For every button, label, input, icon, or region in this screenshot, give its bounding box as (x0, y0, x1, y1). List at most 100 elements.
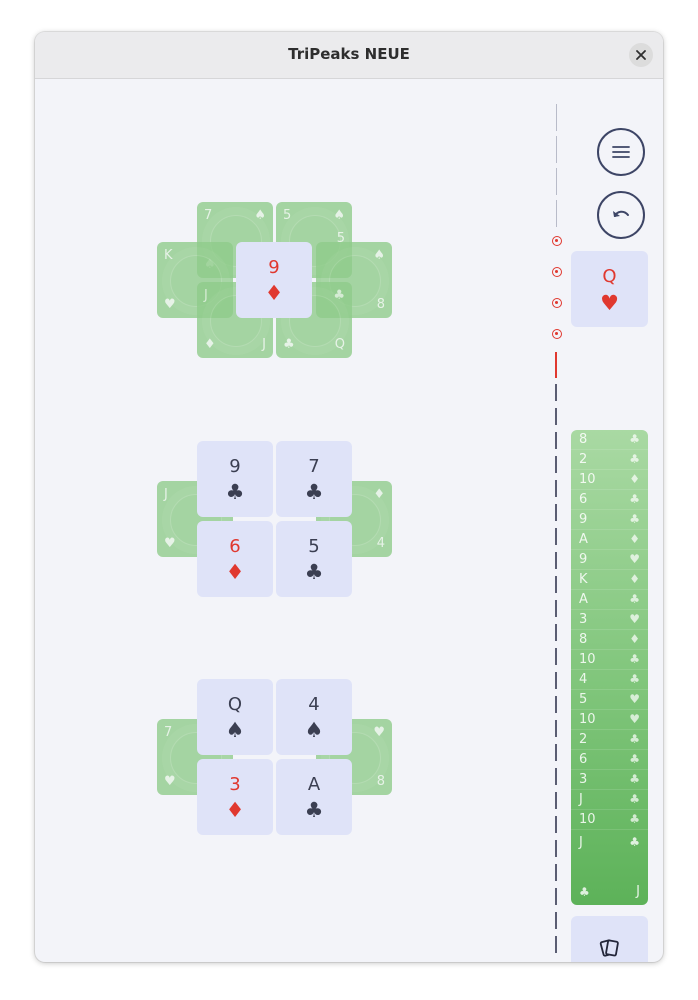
card-suit: ♦ (629, 472, 640, 486)
titlebar: TriPeaks NEUE (35, 32, 663, 79)
rail-dash (555, 768, 557, 785)
card-suit: ♠ (373, 248, 385, 263)
stock-card: 10♥ (571, 710, 648, 730)
stock-card: 8♦ (571, 630, 648, 650)
card-rank: 3 (229, 774, 241, 795)
card-suit: ♥ (629, 692, 640, 706)
card-rank: 10 (579, 652, 596, 667)
stock-card: 9♣ (571, 510, 648, 530)
rail-dash (555, 624, 557, 641)
card-rank: J (579, 792, 583, 807)
stock-top-card: J ♣ ♣ J (571, 833, 648, 905)
rail-dash (555, 480, 557, 497)
playable-card[interactable]: 5 ♣ (276, 521, 352, 597)
rail-dash (555, 552, 557, 569)
card-rank: 7 (204, 208, 213, 223)
card-suit: ♣ (629, 772, 640, 786)
card-rank: Q (227, 694, 243, 715)
card-rank: 9 (229, 456, 241, 477)
game-board: 7 ♠ ♠ 5 ♠ 5 K ♥ ♠ 8 J ♦ J (35, 79, 663, 962)
card-rank: J (579, 835, 583, 850)
rail-dash (555, 720, 557, 737)
rail-segment (556, 168, 557, 195)
card-rank: 6 (579, 752, 588, 767)
card-suit: ♦ (629, 632, 640, 646)
card-suit: ♦ (373, 487, 385, 502)
card-suit: ♥ (629, 552, 640, 566)
undo-button[interactable] (597, 191, 645, 239)
stock-card: 2♣ (571, 450, 648, 470)
card-rank: 8 (579, 432, 588, 447)
card-rank: 8 (376, 297, 385, 312)
card-rank: 5 (308, 536, 320, 557)
stock-card: 6♣ (571, 490, 648, 510)
rail-dash (555, 864, 557, 881)
card-rank: J (204, 288, 208, 303)
playable-card[interactable]: 6 ♦ (197, 521, 273, 597)
card-suit: ♥ (629, 712, 640, 726)
card-rank: 3 (579, 612, 588, 627)
card-suit: ♦ (264, 281, 284, 305)
stock-card: 3♣ (571, 770, 648, 790)
playable-card[interactable]: 4 ♠ (276, 679, 352, 755)
menu-button[interactable] (597, 128, 645, 176)
rail-dash (555, 504, 557, 521)
rail-segment (556, 136, 557, 163)
card-suit: ♦ (629, 572, 640, 586)
cards-icon (599, 939, 619, 957)
card-rank: 9 (268, 257, 280, 278)
card-rank: 6 (579, 492, 588, 507)
rail-dash (555, 888, 557, 905)
card-rank: 2 (579, 732, 588, 747)
close-button[interactable] (629, 43, 653, 67)
rail-current-marker (555, 352, 557, 378)
playable-card[interactable]: 7 ♣ (276, 441, 352, 517)
card-suit: ♣ (629, 492, 640, 506)
playable-card[interactable]: 3 ♦ (197, 759, 273, 835)
card-suit: ♣ (629, 812, 640, 826)
card-suit: ♣ (304, 798, 324, 822)
rail-dash (555, 744, 557, 761)
card-suit: ♣ (629, 792, 640, 806)
card-suit: ♣ (283, 337, 295, 352)
card-suit: ♣ (629, 752, 640, 766)
stock-card: 2♣ (571, 730, 648, 750)
playable-card[interactable]: A ♣ (276, 759, 352, 835)
card-rank: 2 (579, 452, 588, 467)
rail-dash (555, 672, 557, 689)
card-suit: ♣ (629, 452, 640, 466)
playable-card[interactable]: 9 ♦ (236, 242, 312, 318)
rail-dash (555, 816, 557, 833)
card-rank: 7 (308, 456, 320, 477)
card-suit: ♣ (225, 480, 245, 504)
card-suit: ♣ (304, 560, 324, 584)
card-rank: 5 (336, 231, 345, 246)
stock-card: 8♣ (571, 430, 648, 450)
playable-card[interactable]: 9 ♣ (197, 441, 273, 517)
stock-card: 10 ♣ (571, 810, 648, 830)
card-suit: ♦ (629, 532, 640, 546)
rail-dash (555, 408, 557, 425)
stock-card: J♣ (571, 790, 648, 810)
card-suit: ♣ (629, 592, 640, 606)
playable-card[interactable]: Q ♠ (197, 679, 273, 755)
card-suit: ♣ (629, 672, 640, 686)
stock-card: 6♣ (571, 750, 648, 770)
game-window: TriPeaks NEUE 7 ♠ ♠ 5 ♠ 5 K ♥ ♠ (35, 32, 663, 962)
card-suit: ♠ (225, 718, 245, 742)
card-rank: 10 (579, 812, 596, 827)
card-suit: ♥ (164, 774, 176, 789)
rail-segment (556, 104, 557, 131)
card-suit: ♣ (629, 512, 640, 526)
deal-button[interactable] (571, 916, 648, 962)
card-suit: ♠ (304, 718, 324, 742)
stock-pile[interactable]: 10♣J♣3♣6♣2♣10♥5♥4♣10♣8♦3♥A♣K♦9♥A♦9♣6♣10♦… (571, 430, 648, 905)
rail-dash (555, 384, 557, 401)
card-suit: ♣ (629, 652, 640, 666)
rail-dash (555, 912, 557, 929)
target-marker (552, 298, 562, 308)
waste-card: Q ♥ (571, 251, 648, 327)
card-suit: ♥ (373, 725, 385, 740)
card-rank: 9 (579, 552, 588, 567)
card-suit: ♠ (254, 208, 266, 223)
